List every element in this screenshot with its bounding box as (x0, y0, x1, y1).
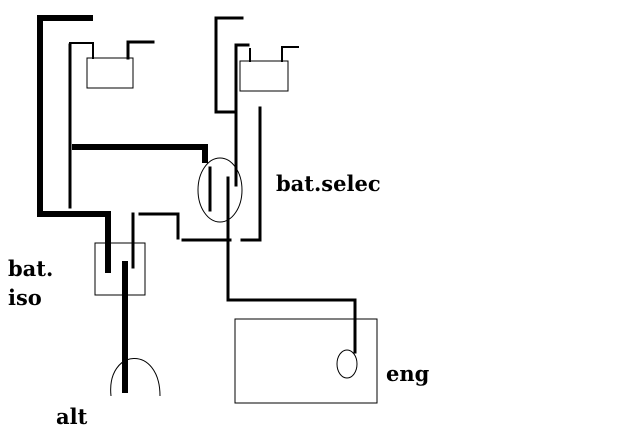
battery-isolator-label-line2: iso (8, 285, 42, 310)
wire-right-battery-to-selector (234, 43, 250, 187)
battery-left (86, 57, 134, 89)
battery-left-terminal-wire (69, 42, 94, 59)
battery-left-terminal-stub (126, 40, 155, 60)
battery-right-terminal-wire (281, 46, 299, 62)
wire-left-battery-to-selector (72, 144, 208, 163)
wire-left-battery-to-isolator (37, 15, 111, 273)
alternator-label: alt (56, 404, 88, 429)
battery-isolator (94, 242, 146, 296)
alternator (110, 358, 161, 397)
battery-selector (197, 157, 243, 223)
wire-right-battery-side (240, 106, 262, 242)
battery-isolator-label-line1: bat. (8, 256, 53, 281)
battery-right (239, 60, 289, 92)
wire-selector-to-engine (226, 176, 357, 354)
engine-label: eng (386, 361, 430, 386)
engine-terminal (336, 349, 358, 379)
wire-isolator-to-selector (138, 212, 180, 240)
wire-right-battery-outer (214, 16, 244, 122)
battery-selector-label: bat.selec (276, 171, 381, 196)
engine (234, 318, 378, 404)
